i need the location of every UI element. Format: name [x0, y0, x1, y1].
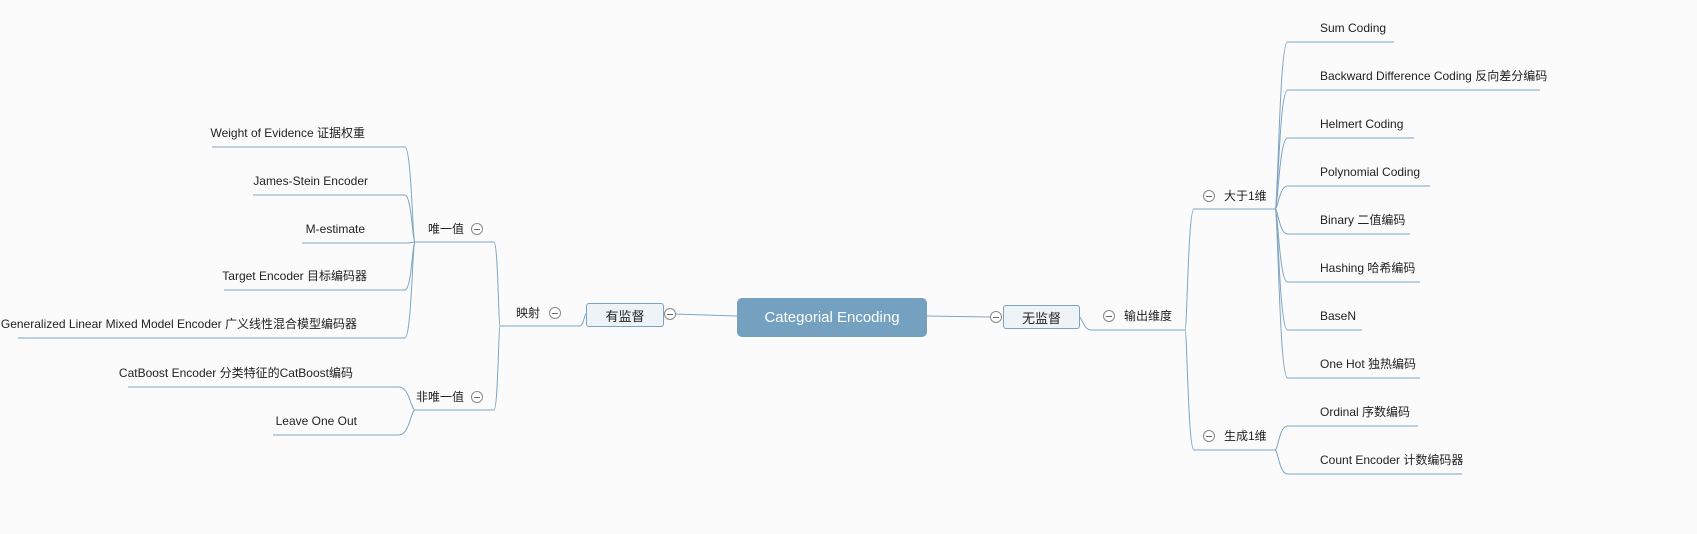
- leaf-node[interactable]: CatBoost Encoder 分类特征的CatBoost编码: [118, 366, 353, 380]
- leaf-node[interactable]: Ordinal 序数编码: [1320, 405, 1411, 419]
- connector: [673, 313, 738, 317]
- connector: [398, 241, 416, 244]
- leaf-node[interactable]: Polynomial Coding: [1320, 165, 1421, 179]
- node-mapping[interactable]: 映射: [516, 306, 541, 320]
- connector: [490, 241, 501, 327]
- collapse-icon[interactable]: [990, 311, 1002, 323]
- collapse-icon[interactable]: [1203, 430, 1215, 442]
- node-supervised[interactable]: 有监督: [586, 303, 664, 327]
- collapse-icon[interactable]: [1203, 190, 1215, 202]
- node-non-unique[interactable]: 非唯一值: [416, 390, 465, 404]
- connector: [926, 315, 991, 318]
- leaf-node[interactable]: James-Stein Encoder: [253, 174, 368, 188]
- leaf-node[interactable]: Binary 二值编码: [1320, 213, 1406, 227]
- connector: [398, 194, 416, 243]
- connector: [388, 409, 416, 436]
- connector: [490, 325, 501, 411]
- connector: [1274, 208, 1296, 235]
- connector: [388, 386, 416, 411]
- node-label: 有监督: [605, 308, 645, 324]
- leaf-node[interactable]: M-estimate: [305, 222, 365, 236]
- connector: [1184, 208, 1200, 331]
- connector: [1274, 425, 1296, 451]
- leaf-node[interactable]: Target Encoder 目标编码器: [222, 269, 367, 283]
- connector: [575, 313, 587, 327]
- leaf-node[interactable]: Helmert Coding: [1320, 117, 1404, 131]
- collapse-icon[interactable]: [1103, 310, 1115, 322]
- connector: [1078, 316, 1100, 331]
- node-gt1[interactable]: 大于1维: [1224, 189, 1267, 203]
- node-unsupervised[interactable]: 无监督: [1003, 305, 1080, 329]
- collapse-icon[interactable]: [664, 308, 676, 320]
- root-label: Categorial Encoding: [764, 309, 900, 326]
- connector: [1274, 137, 1296, 210]
- leaf-node[interactable]: Leave One Out: [275, 414, 357, 428]
- connector: [1274, 185, 1296, 210]
- leaf-node[interactable]: Generalized Linear Mixed Model Encoder 广…: [0, 317, 357, 331]
- connector: [1274, 208, 1296, 283]
- leaf-node[interactable]: Count Encoder 计数编码器: [1320, 453, 1464, 467]
- leaf-node[interactable]: Hashing 哈希编码: [1320, 261, 1416, 275]
- leaf-node[interactable]: BaseN: [1320, 309, 1357, 323]
- root-node[interactable]: Categorial Encoding: [737, 298, 927, 337]
- collapse-icon[interactable]: [549, 307, 561, 319]
- node-eq1[interactable]: 生成1维: [1224, 429, 1267, 443]
- connector: [1184, 329, 1200, 451]
- connector: [1274, 208, 1296, 379]
- connector: [1274, 449, 1296, 475]
- node-unique[interactable]: 唯一值: [428, 222, 465, 236]
- leaf-node[interactable]: Sum Coding: [1320, 21, 1387, 35]
- leaf-node[interactable]: One Hot 独热编码: [1320, 357, 1417, 371]
- collapse-icon[interactable]: [471, 223, 483, 235]
- connector: [398, 241, 416, 339]
- collapse-icon[interactable]: [471, 391, 483, 403]
- node-output-dim[interactable]: 输出维度: [1124, 309, 1173, 323]
- leaf-node[interactable]: Weight of Evidence 证据权重: [210, 126, 365, 140]
- leaf-node[interactable]: Backward Difference Coding 反向差分编码: [1320, 69, 1548, 83]
- node-label: 无监督: [1021, 310, 1061, 326]
